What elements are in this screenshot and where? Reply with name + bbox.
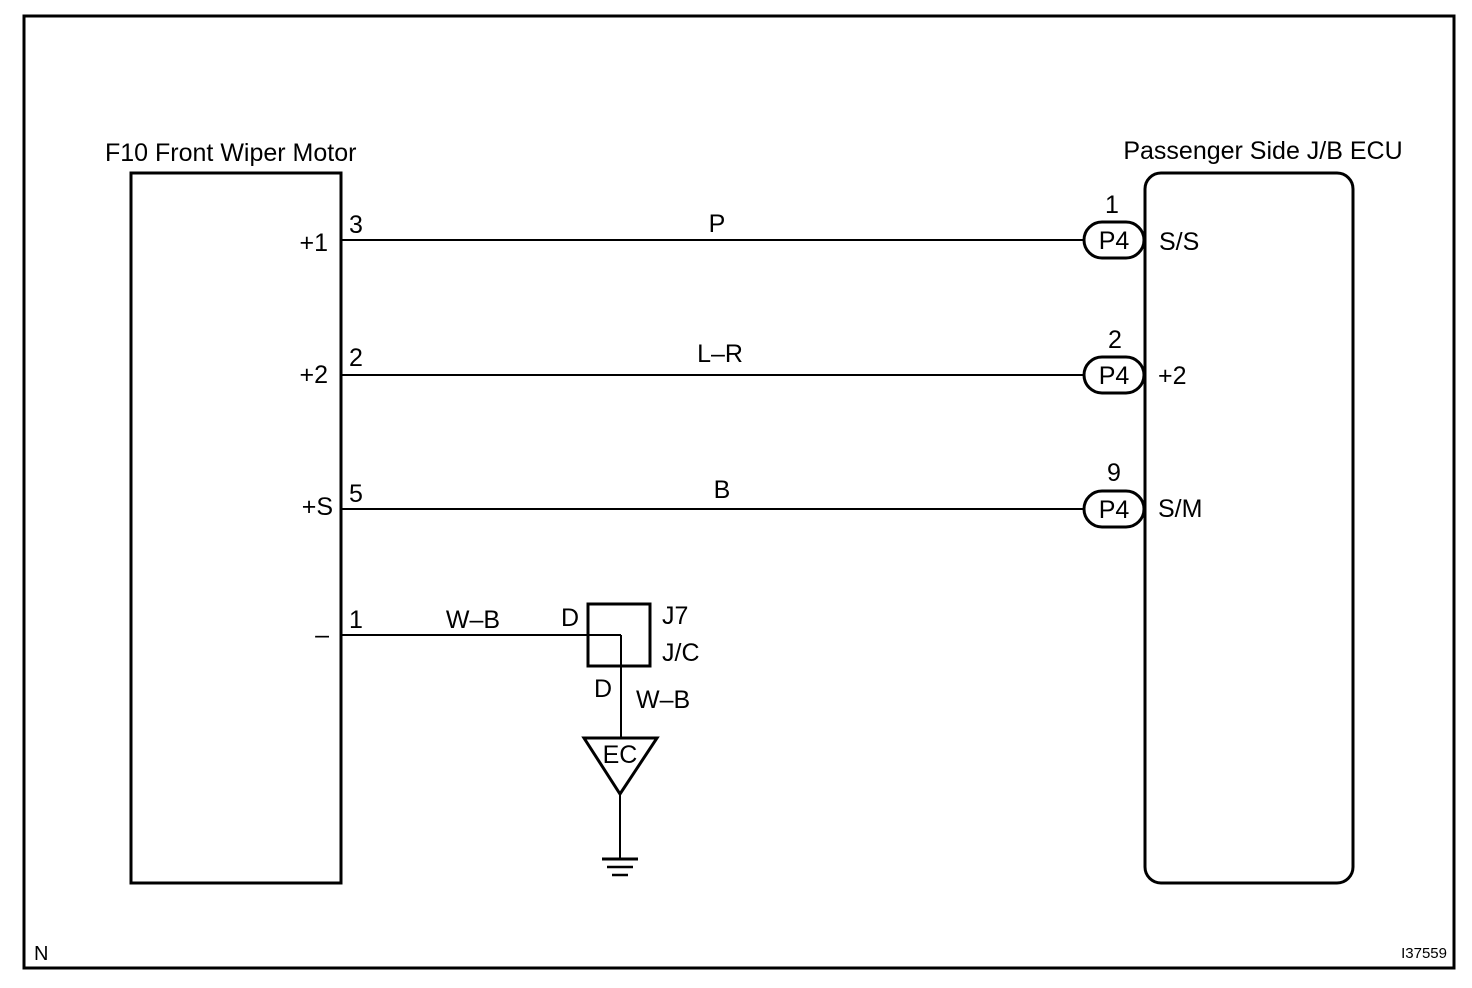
connector-label: P4	[1099, 362, 1130, 390]
ecu-pin-9: 9	[1107, 459, 1121, 487]
wire-color-p: P	[709, 210, 726, 238]
ground-icon	[602, 857, 638, 877]
motor-title: F10 Front Wiper Motor	[105, 139, 356, 167]
motor-pin-1: 1	[349, 606, 363, 634]
motor-pin-5: 5	[349, 480, 363, 508]
footer-figure-id: I37559	[1401, 945, 1447, 962]
ecu-pin-2: 2	[1108, 326, 1122, 354]
connector-label: P4	[1099, 227, 1130, 255]
diagram-frame	[22, 14, 1456, 970]
junction-wire-out: W–B	[636, 686, 690, 714]
motor-terminal-plus2: +2	[299, 361, 328, 389]
ground-point-triangle	[581, 736, 660, 797]
connector-label: P4	[1099, 496, 1130, 524]
wire-color-wb: W–B	[446, 606, 500, 634]
motor-terminal-minus: –	[315, 621, 329, 649]
motor-box	[129, 171, 343, 885]
ecu-title: Passenger Side J/B ECU	[1123, 137, 1402, 165]
ecu-pin-1: 1	[1105, 191, 1119, 219]
junction-pin-out: D	[594, 675, 612, 703]
ground-point-label: EC	[603, 741, 638, 769]
motor-terminal-plus1: +1	[299, 229, 328, 257]
ecu-connector-p4-pin9: P4	[1082, 489, 1146, 529]
motor-pin-2: 2	[349, 344, 363, 372]
wire-color-b: B	[714, 476, 731, 504]
ecu-terminal-sm: S/M	[1158, 495, 1202, 523]
junction-pin-in: D	[561, 604, 579, 632]
ecu-connector-p4-pin1: P4	[1082, 220, 1146, 260]
ecu-connector-p4-pin2: P4	[1082, 355, 1146, 395]
junction-type: J/C	[662, 639, 700, 667]
ecu-box	[1143, 171, 1355, 885]
motor-terminal-plusS: +S	[302, 493, 333, 521]
ecu-terminal-plus2: +2	[1158, 362, 1187, 390]
motor-pin-3: 3	[349, 211, 363, 239]
ecu-terminal-ss: S/S	[1159, 228, 1199, 256]
junction-id: J7	[662, 602, 688, 630]
wire-color-lr: L–R	[697, 340, 743, 368]
footer-code-left: N	[34, 943, 48, 965]
junction-connector	[586, 602, 652, 668]
